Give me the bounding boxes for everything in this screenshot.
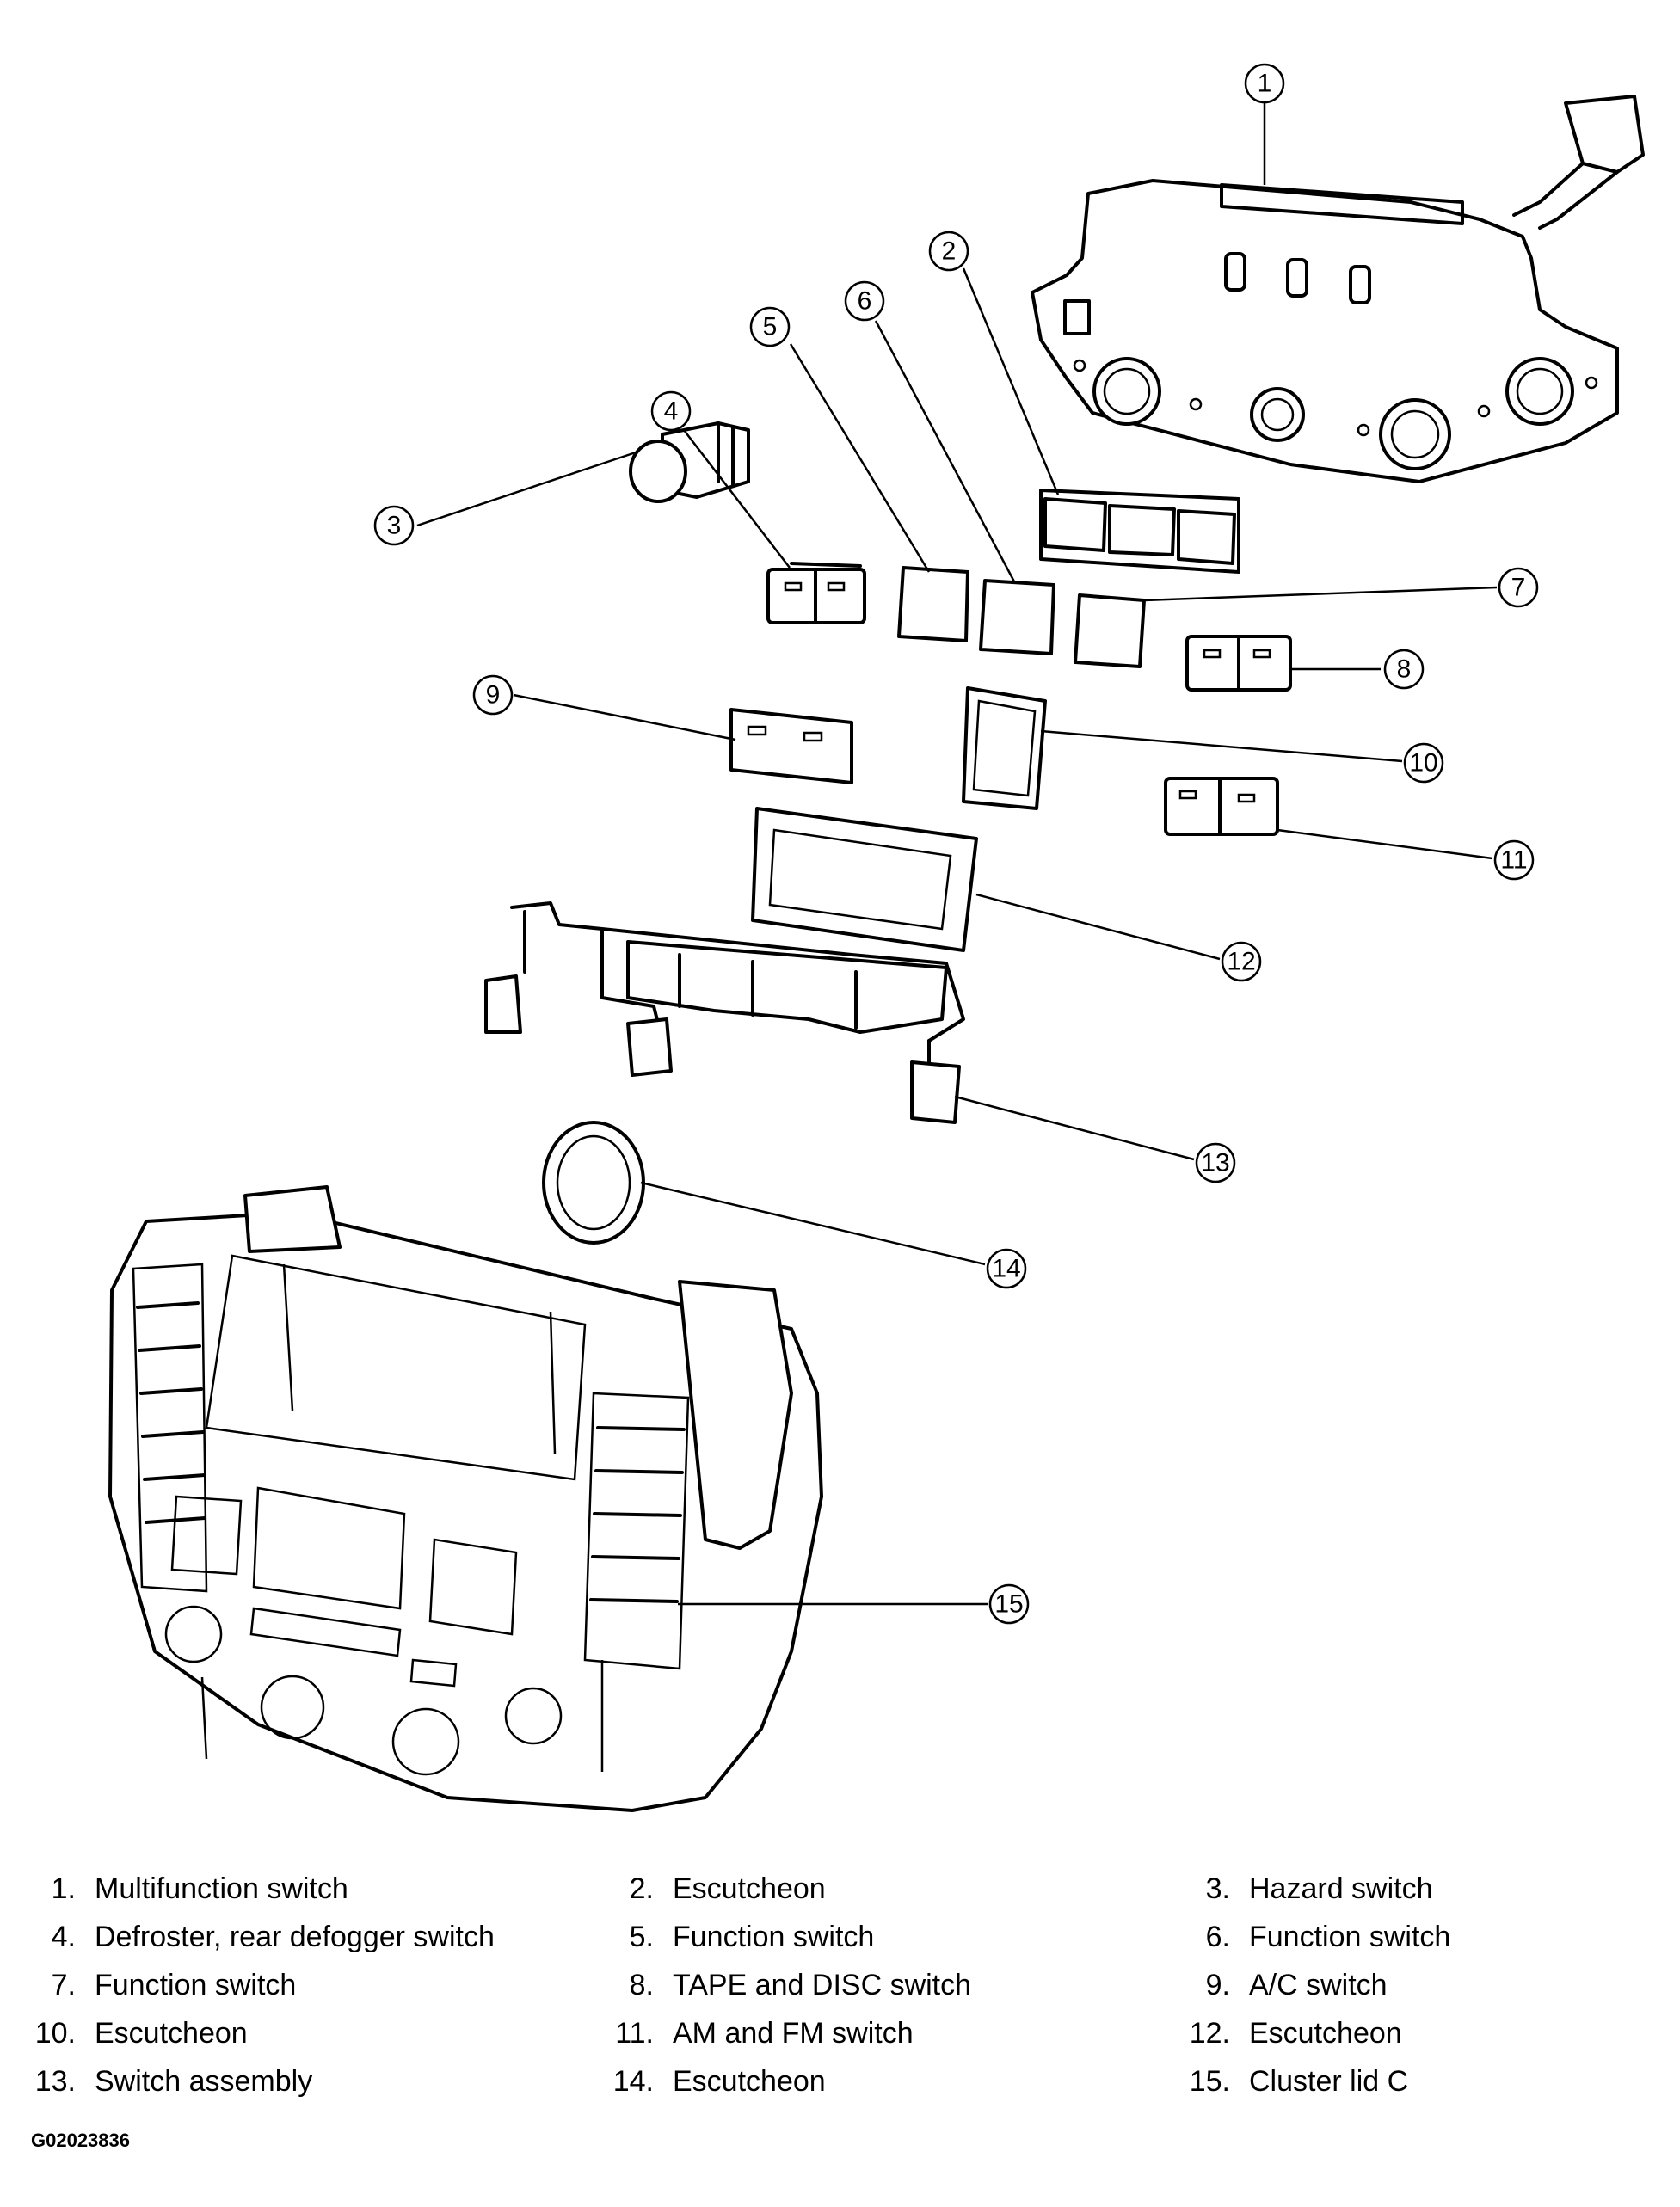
callout-3: 3 — [373, 505, 415, 546]
callout-5: 5 — [749, 306, 791, 347]
legend-row: 4.Defroster, rear defogger switch 5.Func… — [0, 1913, 1680, 1961]
svg-text:1: 1 — [1258, 70, 1272, 98]
svg-text:13: 13 — [1201, 1149, 1229, 1177]
callout-1: 1 — [1244, 63, 1285, 104]
svg-text:9: 9 — [486, 681, 501, 710]
part-escutcheon-12 — [751, 807, 978, 952]
legend-item-15: 15.Cluster lid C — [1189, 2065, 1409, 2098]
part-multifunction-switch — [1031, 95, 1645, 483]
svg-text:12: 12 — [1227, 948, 1255, 976]
svg-text:4: 4 — [664, 397, 679, 426]
callout-14: 14 — [986, 1248, 1027, 1289]
legend-item-1: 1.Multifunction switch — [51, 1872, 348, 1905]
legend-row: 7.Function switch 8.TAPE and DISC switch… — [0, 1961, 1680, 2009]
legend-item-11: 11.AM and FM switch — [615, 2017, 914, 2050]
part-ac-switch — [729, 708, 853, 784]
legend-item-2: 2.Escutcheon — [629, 1872, 826, 1905]
figure-id: G02023836 — [31, 2130, 130, 2151]
svg-text:14: 14 — [992, 1255, 1020, 1283]
part-hazard-switch — [629, 421, 750, 503]
legend-row: 1.Multifunction switch 2.Escutcheon 3.Ha… — [0, 1865, 1680, 1913]
callout-8: 8 — [1383, 649, 1425, 690]
callout-7: 7 — [1498, 567, 1539, 608]
part-tape-disc-switch — [1185, 635, 1292, 692]
callout-2: 2 — [928, 231, 969, 272]
svg-text:8: 8 — [1397, 655, 1412, 684]
legend-item-4: 4.Defroster, rear defogger switch — [51, 1921, 495, 1953]
legend-item-8: 8.TAPE and DISC switch — [629, 1969, 972, 2001]
callout-12: 12 — [1221, 941, 1262, 982]
callout-4: 4 — [650, 390, 692, 432]
legend-item-12: 12.Escutcheon — [1189, 2017, 1402, 2050]
legend-item-13: 13.Switch assembly — [34, 2065, 313, 2098]
legend-row: 13.Switch assembly 14.Escutcheon 15.Clus… — [0, 2057, 1680, 2106]
part-switch-assembly — [484, 901, 965, 1124]
callout-10: 10 — [1403, 742, 1444, 784]
part-escutcheon-2 — [1039, 489, 1240, 574]
legend-item-3: 3.Hazard switch — [1205, 1872, 1433, 1905]
exploded-parts-diagram: 1 2 3 4 5 6 7 8 9 10 11 12 13 14 15 — [108, 63, 1645, 1812]
svg-text:7: 7 — [1511, 574, 1526, 602]
callout-13: 13 — [1195, 1142, 1236, 1183]
legend-item-14: 14.Escutcheon — [612, 2065, 826, 2098]
callout-15: 15 — [988, 1583, 1030, 1625]
callout-9: 9 — [472, 674, 514, 716]
svg-text:5: 5 — [763, 313, 778, 341]
part-defroster-switch — [766, 562, 866, 624]
svg-text:10: 10 — [1409, 749, 1437, 778]
part-function-switch-7 — [1074, 593, 1146, 668]
part-escutcheon-ring — [542, 1121, 645, 1245]
legend-item-5: 5.Function switch — [629, 1921, 875, 1953]
legend-row: 10.Escutcheon 11.AM and FM switch 12.Esc… — [0, 2009, 1680, 2057]
part-am-fm-switch — [1164, 777, 1279, 836]
part-function-switch-5 — [897, 566, 969, 642]
svg-text:3: 3 — [387, 512, 402, 540]
part-function-switch-6 — [979, 579, 1055, 655]
callout-6: 6 — [844, 280, 885, 322]
part-escutcheon-10 — [962, 686, 1047, 810]
svg-text:11: 11 — [1500, 846, 1527, 875]
svg-text:2: 2 — [942, 237, 957, 266]
legend-item-10: 10.Escutcheon — [34, 2017, 248, 2050]
parts-legend: 1.Multifunction switch 2.Escutcheon 3.Ha… — [0, 1865, 1680, 2106]
part-cluster-lid-c — [108, 1185, 823, 1812]
legend-item-6: 6.Function switch — [1205, 1921, 1451, 1953]
leader-lines — [416, 99, 1498, 1606]
svg-text:6: 6 — [858, 287, 872, 316]
svg-text:15: 15 — [994, 1590, 1023, 1619]
legend-item-9: 9.A/C switch — [1205, 1969, 1388, 2001]
callout-11: 11 — [1493, 839, 1535, 881]
legend-item-7: 7.Function switch — [51, 1969, 297, 2001]
